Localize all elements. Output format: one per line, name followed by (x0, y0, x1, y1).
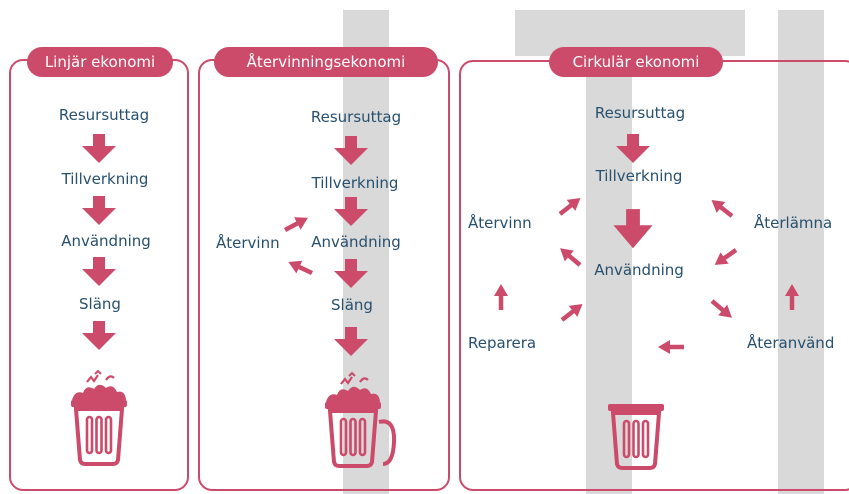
arrow-diagonal-icon (708, 296, 737, 323)
arrow-left-icon (658, 340, 684, 354)
arrow-diagonal-icon (556, 243, 585, 270)
arrow-diagonal-icon (711, 244, 740, 270)
arrow-diagonal-icon (282, 212, 312, 237)
trash-bin-icon (608, 404, 664, 468)
arrow-down-icon (82, 134, 116, 163)
arrow-diagonal-icon (707, 194, 736, 221)
trash-bin-overflowing-icon (325, 373, 394, 466)
arrow-down-icon (334, 197, 368, 226)
arrow-diagonal-icon (558, 298, 587, 325)
arrow-diagonal-icon (285, 256, 314, 280)
arrow-up-icon (494, 284, 508, 310)
arrow-down-icon (616, 134, 650, 163)
arrow-down-icon (334, 136, 368, 165)
arrow-up-icon (785, 284, 799, 310)
arrow-down-icon (82, 196, 116, 225)
arrow-down-icon (334, 259, 368, 288)
arrow-down-icon (613, 209, 652, 248)
arrow-down-icon (334, 327, 368, 356)
arrow-down-icon (82, 257, 116, 286)
arrow-diagonal-icon (556, 192, 585, 219)
arrow-down-icon (82, 321, 116, 350)
trash-bin-overflowing-icon (71, 371, 127, 464)
